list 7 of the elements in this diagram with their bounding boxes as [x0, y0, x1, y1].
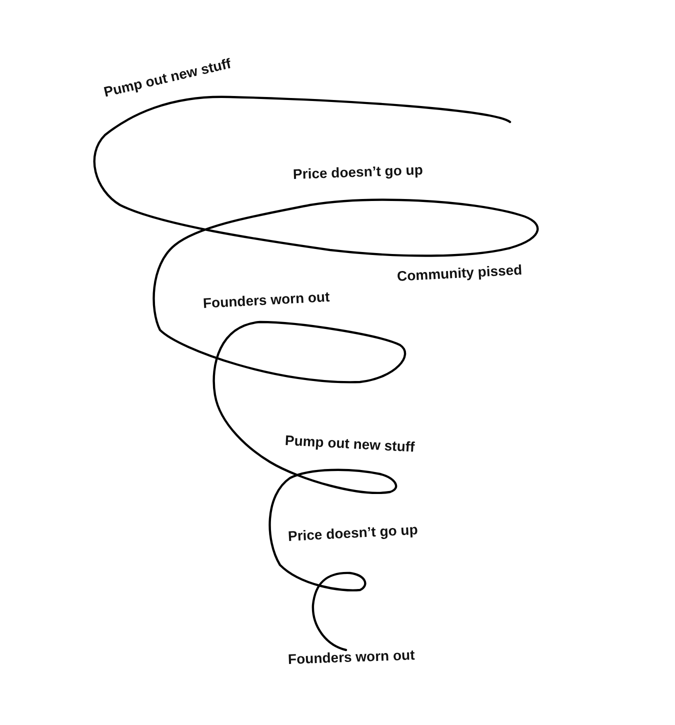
- stage-label: Price doesn’t go up: [292, 161, 424, 182]
- stage-label: Pump out new stuff: [102, 54, 232, 100]
- stage-label: Founders worn out: [202, 288, 330, 311]
- stage-label: Pump out new stuff: [284, 432, 416, 455]
- stage-label: Founders worn out: [288, 646, 415, 667]
- stage-label: Community pissed: [396, 261, 522, 284]
- stage-label: Price doesn’t go up: [288, 521, 418, 544]
